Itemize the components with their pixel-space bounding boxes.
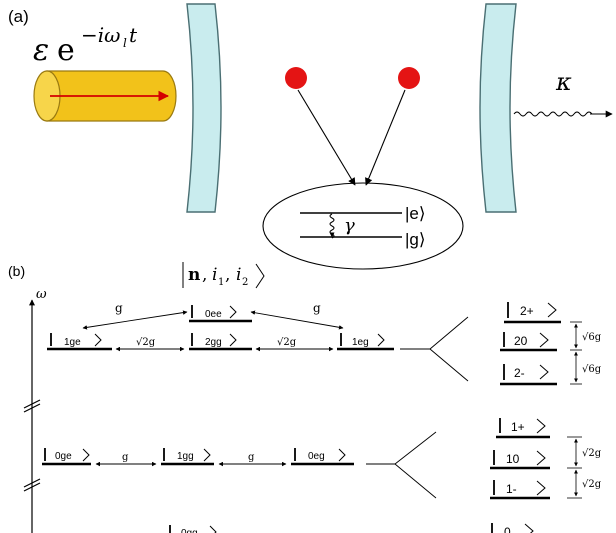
- svg-text:1gg: 1gg: [177, 451, 194, 462]
- svg-text:,: ,: [202, 265, 207, 285]
- dressed-1minus: 1-: [490, 480, 550, 500]
- atom-1-arrow: [297, 89, 356, 186]
- svg-text:2gg: 2gg: [205, 337, 222, 348]
- coupling-0ee-1eg: [250, 310, 344, 330]
- svg-text:0ge: 0ge: [55, 451, 72, 462]
- middle-fan-top: [394, 431, 437, 465]
- middle-fan-bottom: [394, 463, 437, 499]
- svg-text:1: 1: [218, 277, 224, 288]
- omega-axis-label: ω: [36, 287, 47, 302]
- svg-text:20: 20: [514, 334, 528, 348]
- dressed-10: 10: [490, 450, 550, 470]
- svg-text:10: 10: [506, 452, 520, 466]
- level-2gg: 2gg: [189, 333, 252, 351]
- svg-text:1ge: 1ge: [64, 337, 81, 348]
- drive-epsilon: ε: [33, 33, 49, 68]
- drive-exponent-t: t: [129, 23, 138, 47]
- splitting-sqrt2g-top: √2g: [582, 448, 602, 459]
- gamma-label: γ: [344, 215, 355, 236]
- coupling-0ee-1ge: [82, 310, 188, 330]
- upper-fan-bottom: [429, 348, 469, 382]
- svg-text:1eg: 1eg: [352, 337, 369, 348]
- upper-fan-top: [429, 316, 469, 350]
- coupling-g-mid-left: g: [122, 452, 129, 463]
- svg-text:i: i: [212, 265, 217, 285]
- svg-text:0eg: 0eg: [308, 451, 325, 462]
- dressed-1plus: 1+: [496, 418, 550, 439]
- atom-2: [398, 67, 420, 89]
- dressed-20: 20: [500, 332, 557, 352]
- coupling-sqrt2g-right: √2g: [277, 337, 297, 348]
- left-mirror: [186, 3, 222, 213]
- svg-text:n: n: [188, 265, 200, 285]
- svg-text:,: ,: [225, 265, 230, 285]
- level-0eg: 0eg: [291, 448, 354, 466]
- svg-text:1-: 1-: [506, 482, 517, 496]
- svg-text:0: 0: [504, 525, 511, 533]
- svg-text:i: i: [236, 265, 241, 285]
- svg-text:2+: 2+: [520, 304, 534, 318]
- dressed-2minus: 2-: [500, 364, 557, 386]
- svg-text:2: 2: [242, 277, 248, 288]
- coupling-g-mid-right: g: [248, 452, 255, 463]
- ground-ket: |g⟩: [405, 230, 426, 249]
- dressed-2plus: 2+: [504, 302, 561, 324]
- excited-ket: |e⟩: [405, 204, 426, 223]
- svg-text:1+: 1+: [511, 420, 525, 434]
- panel-b-label: (b): [8, 263, 25, 279]
- two-level-atom-ellipse: [262, 182, 464, 270]
- level-0ee: 0ee: [189, 305, 252, 323]
- coupling-g-right: g: [313, 301, 321, 315]
- splitting-sqrt2g-bottom: √2g: [582, 479, 602, 490]
- kappa-label: κ: [555, 68, 572, 96]
- coupling-sqrt2g-left: √2g: [136, 337, 156, 348]
- splitting-sqrt6g-bottom: √6g: [582, 364, 602, 375]
- drive-e: e: [57, 33, 75, 68]
- level-1gg: 1gg: [161, 448, 214, 466]
- svg-text:2-: 2-: [514, 366, 525, 380]
- level-1eg: 1eg: [337, 333, 394, 351]
- svg-text:0ee: 0ee: [205, 309, 222, 320]
- atom-1: [285, 67, 307, 89]
- level-0ge: 0ge: [42, 448, 91, 466]
- dressed-0: 0: [491, 523, 534, 533]
- right-mirror: [479, 3, 517, 213]
- basis-ket: n , i 1 , i 2: [182, 262, 265, 289]
- drive-exponent-sub: l: [123, 36, 127, 50]
- coupling-g-left: g: [115, 301, 123, 315]
- level-1ge: 1ge: [47, 333, 112, 351]
- panel-a-label: (a): [8, 7, 29, 26]
- drive-exponent: −iω: [81, 23, 120, 47]
- atom-2-arrow: [365, 89, 406, 186]
- svg-text:0gg: 0gg: [181, 528, 198, 533]
- splitting-sqrt6g-top: √6g: [582, 332, 602, 343]
- level-0gg: 0gg: [169, 525, 217, 533]
